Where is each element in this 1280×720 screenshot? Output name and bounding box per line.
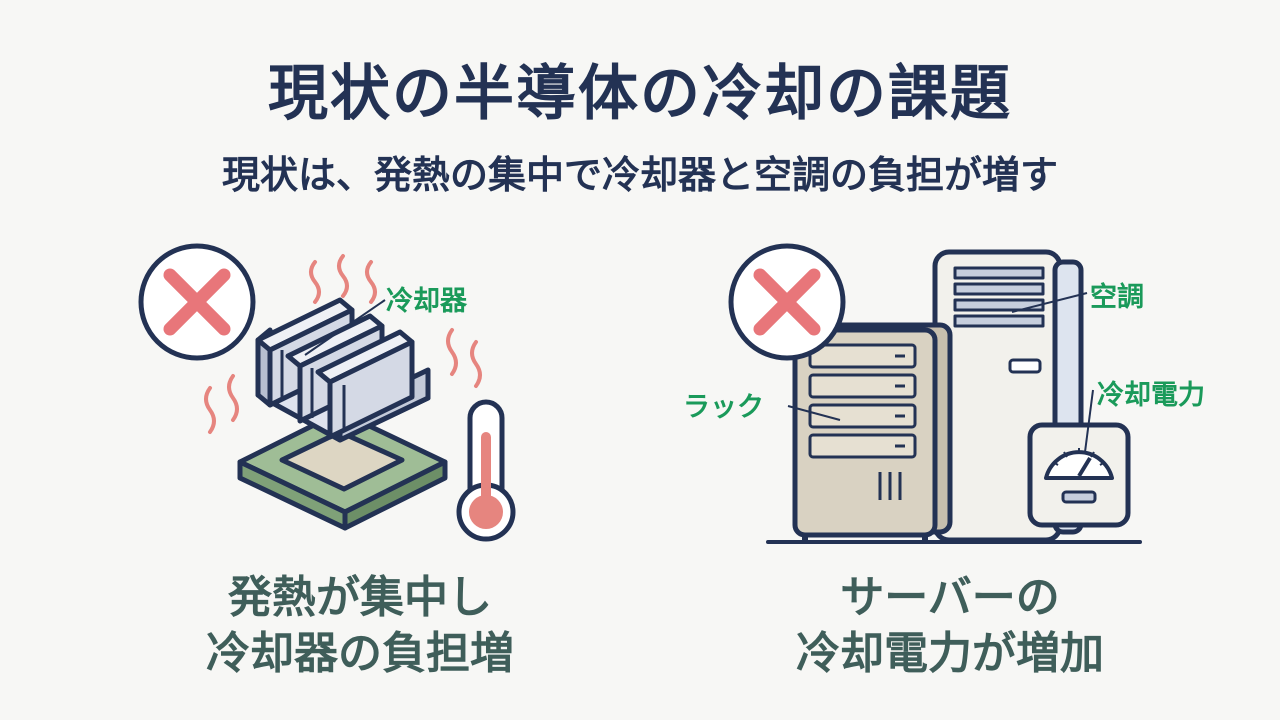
- left-caption: 発熱が集中し 冷却器の負担増: [100, 570, 620, 682]
- thermometer-icon: [456, 399, 516, 542]
- page-subtitle: 現状は、発熱の集中で冷却器と空調の負担が増す: [221, 153, 1058, 197]
- label-rack: ラック: [683, 392, 764, 423]
- label-air-conditioner: 空調: [1090, 282, 1144, 313]
- left-cross-icon: [138, 243, 256, 361]
- right-caption: サーバーの 冷却電力が増加: [690, 570, 1210, 682]
- right-caption-line2: 冷却電力が増加: [796, 628, 1104, 679]
- left-caption-line1: 発熱が集中し: [228, 572, 492, 623]
- label-cooler: 冷却器: [386, 286, 467, 317]
- left-caption-line2: 冷却器の負担増: [206, 628, 514, 679]
- power-leader-line: [1084, 389, 1094, 453]
- ac-leader-line: [1011, 292, 1088, 313]
- right-cross-icon: [728, 243, 846, 361]
- chip-base: [237, 409, 448, 531]
- power-meter: [1027, 422, 1131, 528]
- right-caption-line1: サーバーの: [840, 572, 1060, 623]
- heat-waves: [204, 254, 482, 434]
- rack-leader-line: [787, 405, 841, 421]
- page-title: 現状の半導体の冷却の課題: [268, 59, 1012, 129]
- cooler-leader-line: [304, 299, 386, 356]
- server-rack: [792, 322, 953, 542]
- label-cooling-power: 冷却電力: [1097, 380, 1205, 411]
- heatsink: [255, 297, 431, 443]
